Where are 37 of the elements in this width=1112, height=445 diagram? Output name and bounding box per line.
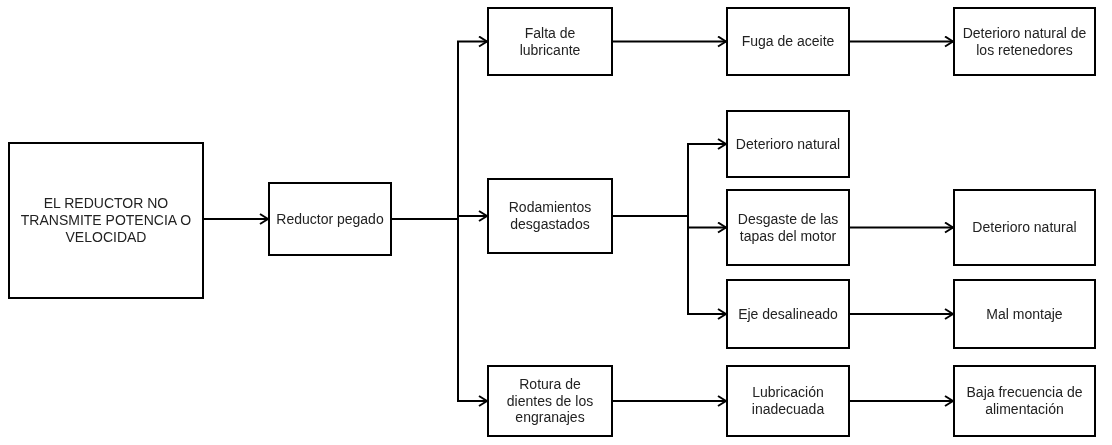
box-label: Baja frecuencia de alimentación (965, 384, 1084, 418)
arrow (849, 395, 954, 407)
cause-box (8, 142, 204, 299)
arrow (849, 35, 954, 48)
cause-box (487, 178, 613, 254)
box-label: Deterioro natural de los retenedores (961, 24, 1088, 59)
box-label: Reductor pegado (276, 210, 384, 228)
cause-box (726, 189, 850, 266)
box-label: Deterioro natural (972, 219, 1077, 236)
cause-box (953, 279, 1096, 349)
box-label: Mal montaje (986, 305, 1063, 323)
arrow (849, 308, 954, 320)
arrow (849, 221, 954, 234)
arrow (203, 213, 269, 225)
cause-box (953, 365, 1096, 437)
arrow (612, 35, 727, 48)
cause-box (268, 182, 392, 256)
box-label: Falta de lubricante (518, 24, 582, 59)
box-label: Rotura de dientes de los engranajes (505, 375, 595, 427)
cause-box (487, 7, 613, 76)
box-label: Fuga de aceite (741, 33, 835, 50)
arrow (391, 218, 488, 407)
cause-box (726, 365, 850, 437)
cause-box (953, 189, 1096, 266)
cause-box (726, 110, 850, 178)
cause-box (487, 365, 613, 437)
box-label: EL REDUCTOR NO TRANSMITE POTENCIA O VELOCIDAD (19, 195, 193, 246)
cause-box (726, 279, 850, 349)
box-label: Desgaste de las tapas del motor (736, 210, 840, 245)
box-label: Eje desalineado (738, 305, 838, 323)
box-label: Deterioro natural (735, 135, 841, 153)
cause-box (953, 7, 1096, 76)
cause-box (726, 7, 850, 76)
arrow (612, 395, 727, 407)
arrow (612, 215, 727, 320)
box-label: Lubricación inadecuada (750, 384, 826, 418)
box-label: Rodamientos desgastados (507, 199, 593, 233)
